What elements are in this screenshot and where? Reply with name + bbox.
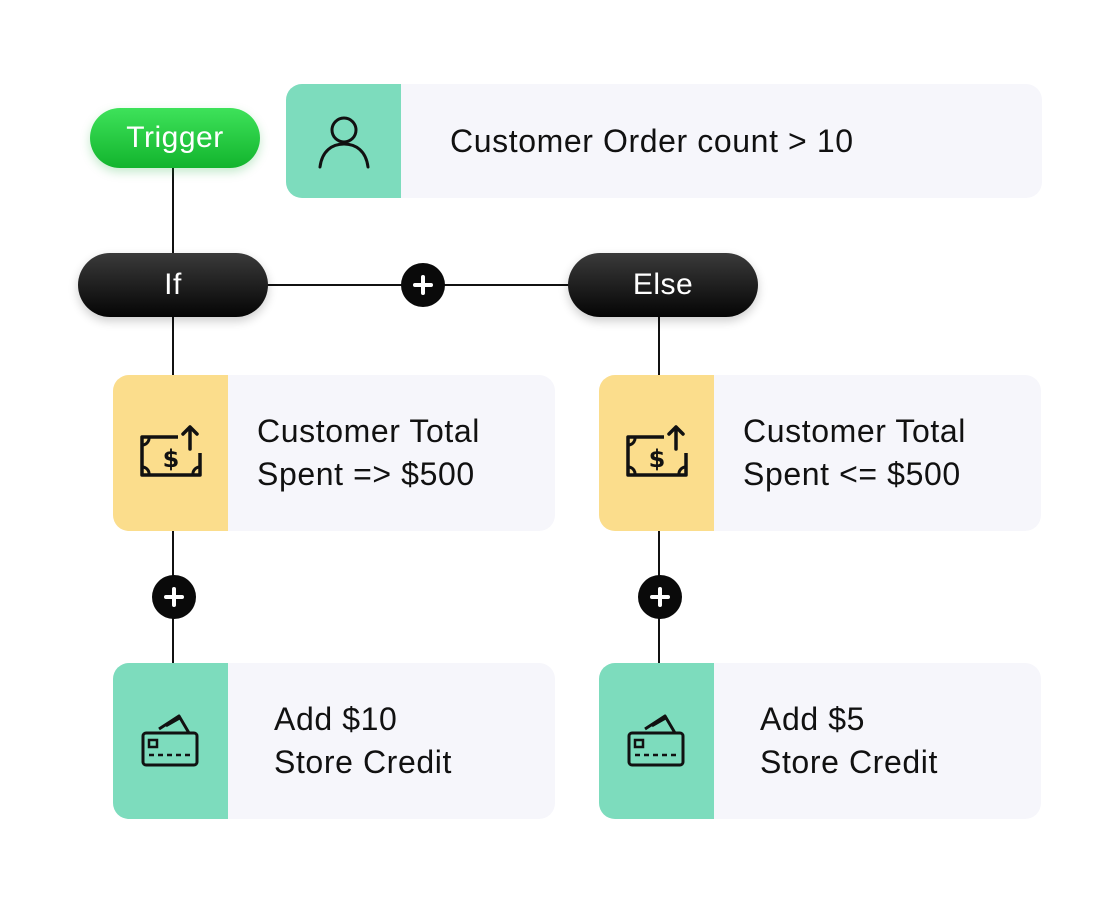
if-node[interactable]: If [78, 253, 268, 317]
if-condition-text-box: Customer Total Spent => $500 [228, 375, 480, 531]
if-action-icon-box [113, 663, 228, 819]
connector-if-condition [172, 316, 174, 376]
svg-text:$: $ [162, 445, 179, 473]
else-condition-card[interactable]: $ Customer Total Spent <= $500 [599, 375, 1041, 531]
if-action-line1: Add $10 [274, 701, 398, 737]
if-action-line2: Store Credit [274, 744, 452, 780]
else-condition-line1: Customer Total [743, 413, 967, 449]
else-action-text-box: Add $5 Store Credit [714, 663, 938, 819]
if-condition-line1: Customer Total [257, 413, 481, 449]
else-condition-text-box: Customer Total Spent <= $500 [714, 375, 966, 531]
if-condition-line2: Spent => $500 [257, 456, 475, 492]
else-action-line2: Store Credit [760, 744, 938, 780]
trigger-pill[interactable]: Trigger [90, 108, 260, 168]
if-condition-card[interactable]: $ Customer Total Spent => $500 [113, 375, 555, 531]
trigger-condition-text-box: Customer Order count > 10 [401, 84, 854, 198]
trigger-icon-box [286, 84, 401, 198]
else-action-card[interactable]: Add $5 Store Credit [599, 663, 1041, 819]
add-branch-button[interactable] [401, 263, 445, 307]
connector-trigger-if [172, 168, 174, 254]
if-label: If [164, 268, 182, 301]
add-else-action-button[interactable] [638, 575, 682, 619]
user-icon [318, 116, 369, 169]
else-node[interactable]: Else [568, 253, 758, 317]
connector-else-condition [658, 316, 660, 376]
if-action-card[interactable]: Add $10 Store Credit [113, 663, 555, 819]
else-action-line1: Add $5 [760, 701, 866, 737]
else-action-icon-box [599, 663, 714, 819]
cash-upload-icon: $ [139, 425, 202, 477]
else-label: Else [632, 268, 694, 301]
add-if-action-button[interactable] [152, 575, 196, 619]
trigger-condition-text: Customer Order count > 10 [450, 122, 854, 159]
credit-card-icon [627, 714, 684, 767]
else-condition-icon-box: $ [599, 375, 714, 531]
svg-text:$: $ [648, 445, 665, 473]
credit-card-icon [141, 714, 198, 767]
if-condition-icon-box: $ [113, 375, 228, 531]
else-condition-line2: Spent <= $500 [743, 456, 961, 492]
if-action-text-box: Add $10 Store Credit [228, 663, 452, 819]
trigger-label: Trigger [126, 121, 224, 154]
trigger-condition-card[interactable]: Customer Order count > 10 [286, 84, 1042, 198]
cash-upload-icon: $ [625, 425, 688, 477]
